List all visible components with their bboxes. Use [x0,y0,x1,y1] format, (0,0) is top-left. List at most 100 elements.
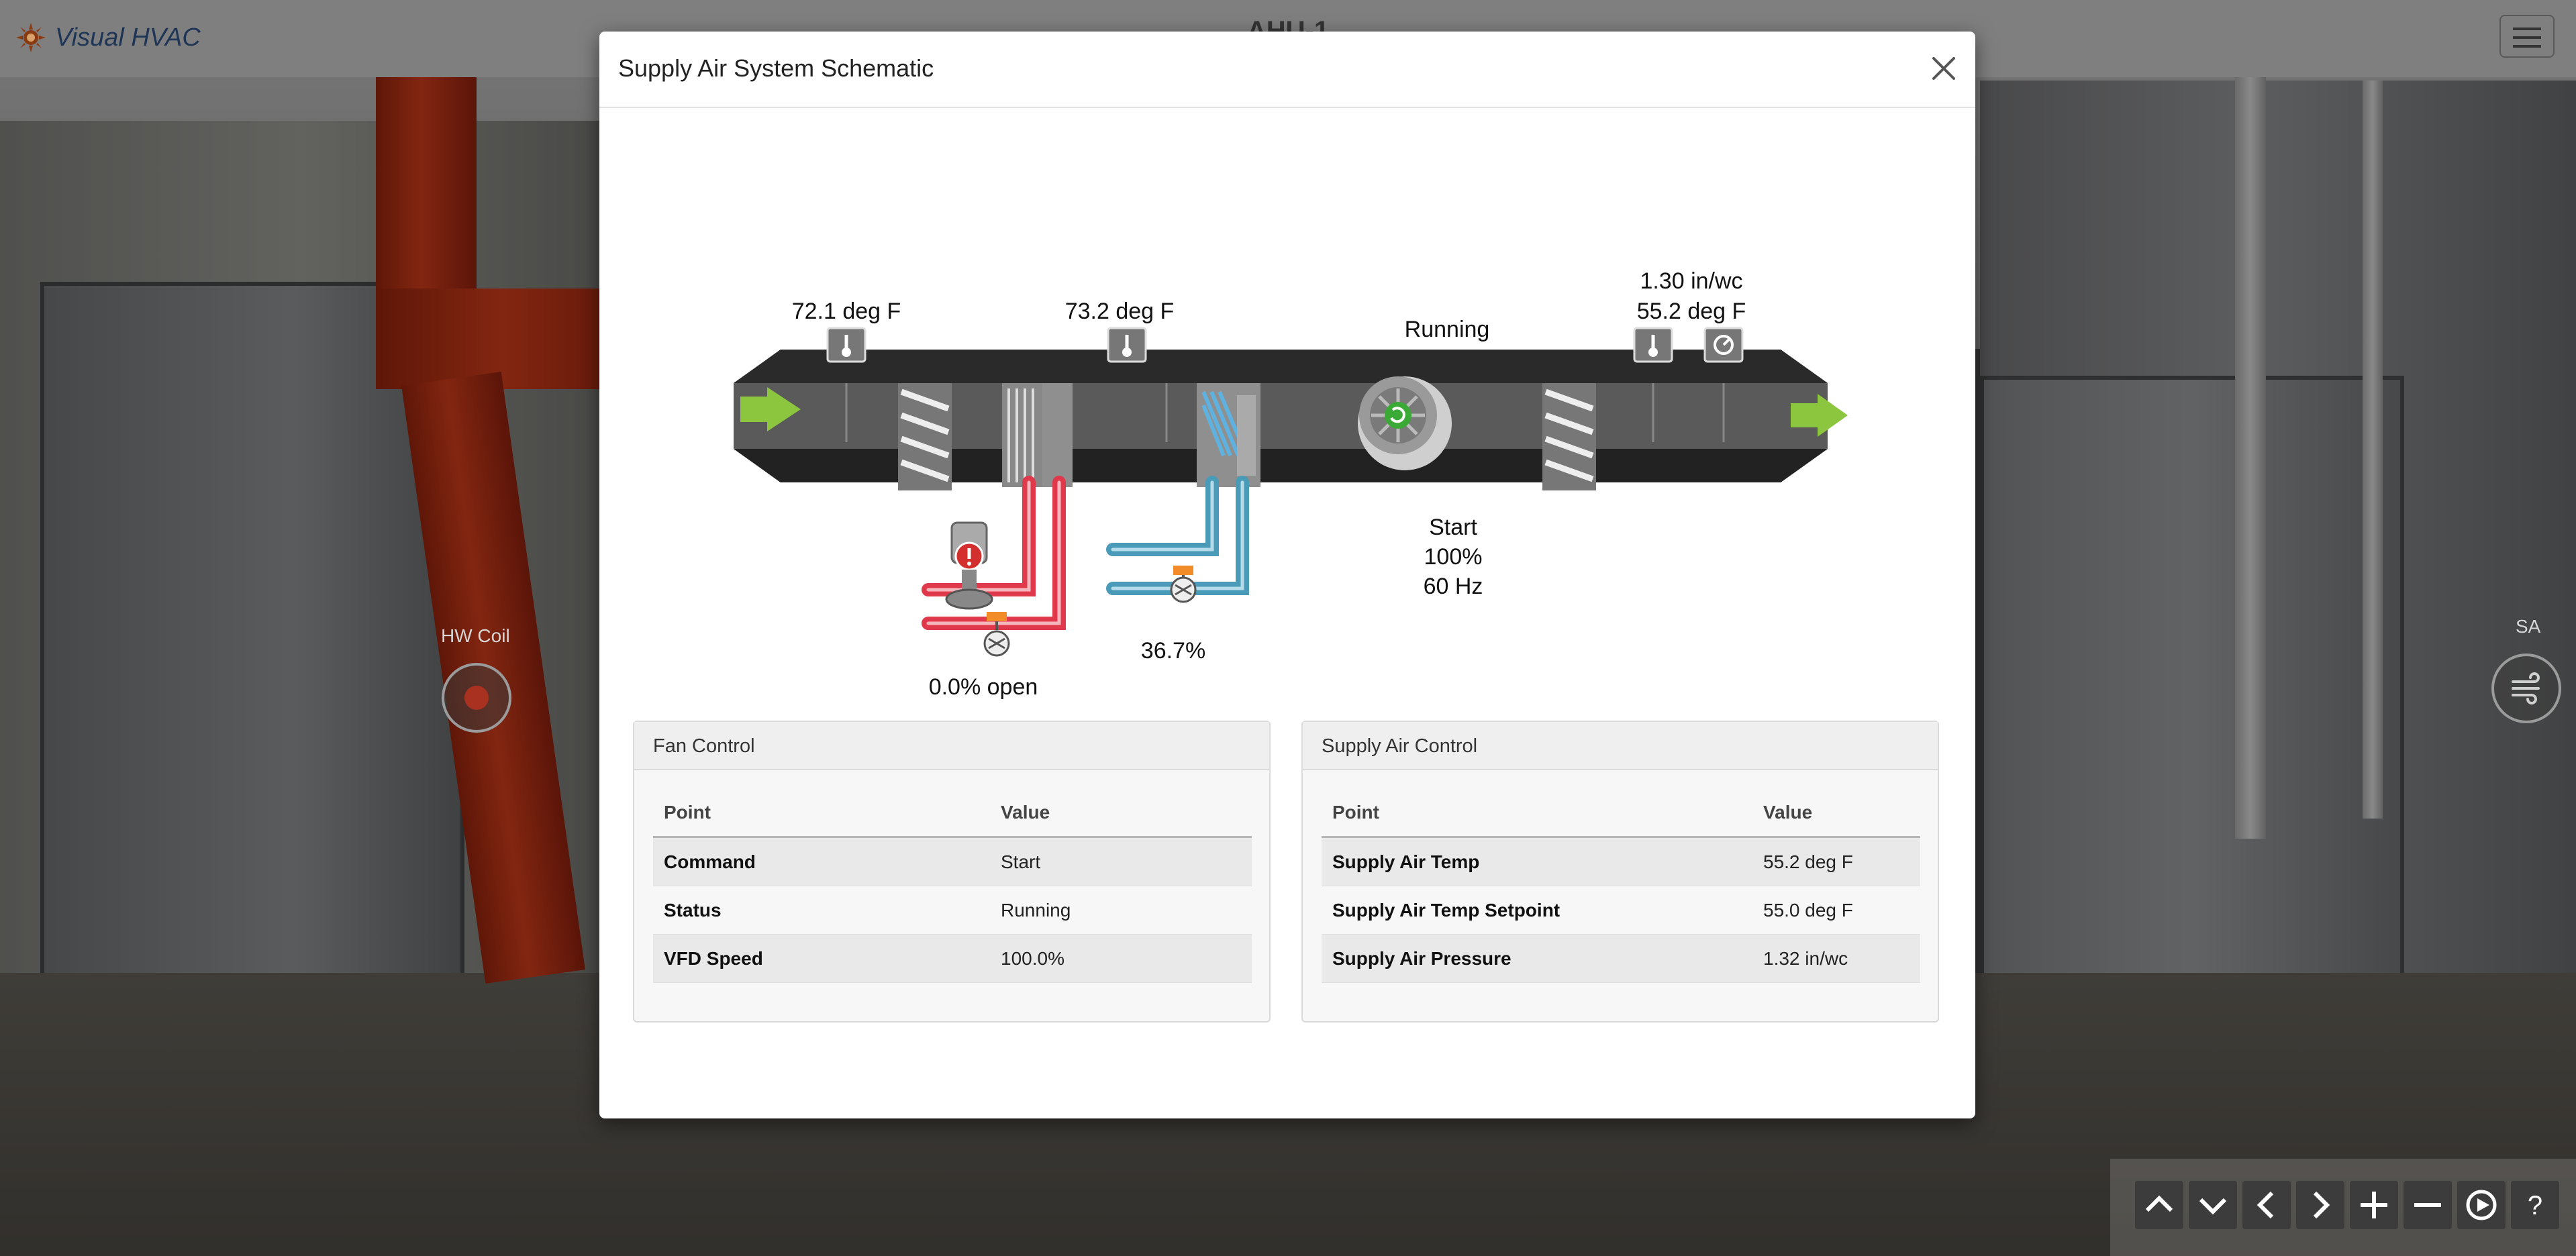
duct-interior [734,383,1828,449]
chevron-down-icon [2199,1198,2227,1215]
fan-command-label: Start [1429,515,1477,540]
fan-speed-label: 100% [1424,544,1483,570]
alarm-actuator-icon [945,521,993,610]
chevron-left-icon [2257,1191,2274,1219]
supply-pressure-label: 1.30 in/wc [1640,268,1742,294]
fan-running-indicator-icon [1385,402,1411,429]
table-row: VFD Speed 100.0% [653,934,1252,983]
table-header-row: Point Value [653,789,1252,838]
fan-control-table: Point Value Command Start Status Running… [653,789,1252,983]
modal-title: Supply Air System Schematic [618,54,934,82]
help-glyph: ? [2528,1191,2542,1220]
hotspot-hw-coil[interactable] [442,663,511,733]
chevron-up-icon [2145,1195,2173,1212]
pan-down-button[interactable] [2189,1181,2237,1229]
mixed-air-temp-label: 73.2 deg F [1065,299,1175,324]
duct-bottom [734,449,1828,482]
duct-top [734,350,1828,383]
modal-header: Supply Air System Schematic [599,32,1975,108]
value-cell: Start [990,837,1252,886]
column-header-value: Value [990,789,1252,838]
left-cabinet [40,282,464,994]
zoom-in-icon [2361,1192,2387,1218]
supply-temp-label: 55.2 deg F [1637,299,1746,324]
heating-coil-icon [1042,383,1073,487]
close-icon[interactable] [1927,52,1961,85]
table-row: Supply Air Temp Setpoint 55.0 deg F [1322,886,1920,935]
point-cell: Status [653,886,990,935]
fan-control-title: Fan Control [653,735,755,757]
supply-fan-icon [1358,376,1452,470]
point-cell: Supply Air Temp [1322,837,1752,886]
column-header-point: Point [1322,789,1752,838]
mixed-air-damper-icon [898,383,952,490]
fan-control-panel: Fan Control Point Value Command Start St… [633,721,1271,1023]
menu-icon [2513,28,2541,30]
hw-valve-label: 0.0% open [929,674,1038,700]
point-cell: Supply Air Temp Setpoint [1322,886,1752,935]
help-button[interactable]: ? [2511,1181,2559,1229]
airflow-icon [2512,672,2540,704]
chevron-right-icon [2313,1191,2330,1219]
supply-temp-sensor-icon [1633,327,1673,363]
menu-button[interactable] [2499,15,2555,58]
table-row: Status Running [653,886,1252,935]
inlet-arrow-icon [740,387,801,431]
schematic-modal: Supply Air System Schematic [599,32,1975,1118]
hotspot-dot [464,686,489,710]
return-temp-sensor-icon [826,327,866,363]
right-cabinet [1980,376,2404,1055]
zoom-out-button[interactable] [2404,1181,2452,1229]
white-conduit-2 [2363,81,2383,819]
zoom-out-icon [2414,1203,2441,1207]
supply-air-control-title: Supply Air Control [1322,735,1478,757]
value-cell: 100.0% [990,934,1252,983]
brand-name: Visual HVAC [55,23,201,52]
help-icon: ? [2528,1191,2542,1220]
pan-up-button[interactable] [2135,1181,2183,1229]
zoom-in-button[interactable] [2350,1181,2398,1229]
ahu-schematic: 72.1 deg F 73.2 deg F Running 1.30 in/wc… [734,268,1848,700]
panel-header: Supply Air Control [1303,722,1938,770]
outlet-arrow-icon [1791,394,1848,437]
point-cell: Supply Air Pressure [1322,934,1752,983]
pan-right-button[interactable] [2296,1181,2344,1229]
hw-valve-icon [983,612,1010,657]
chw-valve-label: 36.7% [1141,638,1205,664]
value-cell: 55.0 deg F [1752,886,1920,935]
column-header-point: Point [653,789,990,838]
column-header-value: Value [1752,789,1920,838]
value-cell: 55.2 deg F [1752,837,1920,886]
chw-valve-icon [1170,566,1197,603]
panel-header: Fan Control [634,722,1269,770]
supply-air-control-table: Point Value Supply Air Temp 55.2 deg F S… [1322,789,1920,983]
hotspot-supply-air[interactable] [2491,653,2561,723]
mixed-temp-sensor-icon [1107,327,1147,363]
fan-status-label: Running [1405,317,1490,342]
pan-left-button[interactable] [2242,1181,2291,1229]
brand[interactable]: Visual HVAC [15,17,201,58]
discharge-damper-icon [1542,383,1596,490]
table-row: Command Start [653,837,1252,886]
hotspot-label-sa: SA [2516,616,2541,637]
value-cell: 1.32 in/wc [1752,934,1920,983]
table-header-row: Point Value [1322,789,1920,838]
sun-logo-icon [16,23,46,52]
autorotate-icon [2466,1190,2497,1220]
supply-air-control-panel: Supply Air Control Point Value Supply Ai… [1301,721,1939,1023]
chilled-water-piping [1106,476,1249,595]
table-row: Supply Air Temp 55.2 deg F [1322,837,1920,886]
point-cell: VFD Speed [653,934,990,983]
menu-icon-bar [2513,36,2541,39]
autorotate-button[interactable] [2457,1181,2506,1229]
return-air-temp-label: 72.1 deg F [792,299,901,324]
pressure-sensor-icon [1703,327,1744,363]
fan-frequency-label: 60 Hz [1424,574,1483,599]
panorama-controls: ? [2110,1159,2576,1256]
value-cell: Running [990,886,1252,935]
menu-icon-bar [2513,45,2541,48]
hotspot-label-hw-coil: HW Coil [441,625,510,646]
white-conduit [2235,0,2266,839]
cooling-coil-icon [1197,383,1260,487]
point-cell: Command [653,837,990,886]
